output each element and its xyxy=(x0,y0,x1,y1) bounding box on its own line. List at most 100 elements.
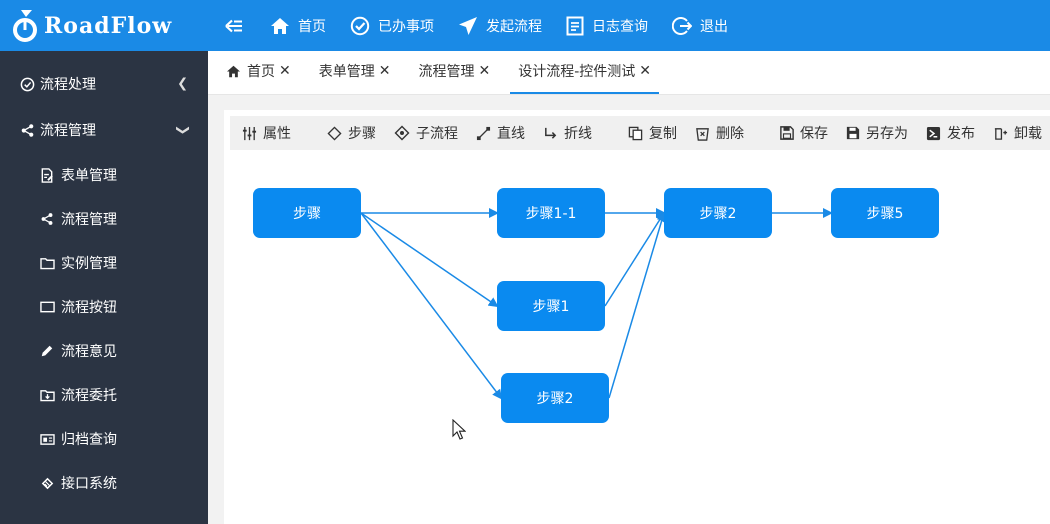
sidebar-item-instance-management[interactable]: 实例管理 xyxy=(0,241,208,285)
send-icon xyxy=(458,16,478,36)
close-icon[interactable]: ✕ xyxy=(478,63,491,79)
diamond-icon xyxy=(327,125,342,141)
close-icon[interactable]: ✕ xyxy=(639,63,651,79)
sidebar-group-process-handling[interactable]: 流程处理 ❮ xyxy=(0,61,208,107)
nav-start-process[interactable]: 发起流程 xyxy=(458,16,542,36)
folder-icon xyxy=(38,257,56,270)
uninstall-icon xyxy=(993,126,1008,141)
nav-label: 退出 xyxy=(700,18,728,35)
sidebar-item-api-system[interactable]: 接口系统 xyxy=(0,461,208,505)
tab-label: 设计流程-控件测试 xyxy=(518,64,636,80)
close-icon[interactable]: ✕ xyxy=(378,63,391,79)
tab-label: 首页 xyxy=(247,64,275,80)
share-icon xyxy=(18,123,36,138)
sidebar: RoadFlow 流程处理 ❮ 流程管理 ❮ 表单管理 流程管理 实例管理 xyxy=(0,0,208,524)
copy-label: 复制 xyxy=(649,126,677,142)
nav-label: 发起流程 xyxy=(486,18,542,35)
save-as-button[interactable]: 另存为 xyxy=(846,123,908,143)
tab-process-management[interactable]: 流程管理 ✕ xyxy=(410,50,498,94)
sidebar-item-label: 流程意见 xyxy=(61,344,117,360)
tab-home[interactable]: 首页 ✕ xyxy=(218,50,299,94)
delete-button[interactable]: 删除 xyxy=(695,123,744,143)
home-icon xyxy=(270,17,290,35)
collapse-menu-icon[interactable] xyxy=(224,18,248,34)
tab-label: 流程管理 xyxy=(418,64,475,80)
subflow-icon xyxy=(394,125,410,141)
nav-label: 日志查询 xyxy=(592,18,648,35)
nav-home[interactable]: 首页 xyxy=(270,16,326,36)
step-button[interactable]: 步骤 xyxy=(327,123,376,143)
nav-done-items[interactable]: 已办事项 xyxy=(350,16,434,36)
folder-download-icon xyxy=(38,389,56,402)
chevron-left-icon: ❮ xyxy=(177,76,188,92)
flow-canvas[interactable]: 步骤 步骤1-1 步骤1 步骤2 步骤2 步骤5 xyxy=(224,150,1050,524)
nav-logout[interactable]: 退出 xyxy=(672,16,728,36)
nav-log-query[interactable]: 日志查询 xyxy=(566,16,648,36)
archive-icon xyxy=(38,433,56,446)
api-icon xyxy=(38,476,56,491)
flow-node-step-2-bottom[interactable]: 步骤2 xyxy=(501,373,609,423)
flow-edge-n0-n2[interactable] xyxy=(360,212,499,308)
polyline-icon xyxy=(543,126,558,141)
log-icon xyxy=(566,16,584,36)
copy-icon xyxy=(628,126,643,141)
save-as-icon xyxy=(846,126,860,140)
sliders-icon xyxy=(242,126,257,141)
chevron-down-icon: ❮ xyxy=(175,124,191,136)
trash-icon xyxy=(695,126,710,141)
sidebar-group-process-management[interactable]: 流程管理 ❮ xyxy=(0,107,208,153)
sidebar-item-process-delegation[interactable]: 流程委托 xyxy=(0,373,208,417)
flow-node-step-1[interactable]: 步骤1 xyxy=(497,281,605,331)
save-button[interactable]: 保存 xyxy=(780,123,828,143)
designer-toolbar: 属性 步骤 子流程 直线 xyxy=(230,116,1050,150)
sidebar-item-label: 流程按钮 xyxy=(61,300,117,316)
top-navbar: 首页 已办事项 发起流程 日志查询 退出 xyxy=(208,0,1050,51)
uninstall-button[interactable]: 卸载 xyxy=(993,123,1042,143)
subflow-button[interactable]: 子流程 xyxy=(394,123,458,143)
tab-form-management[interactable]: 表单管理 ✕ xyxy=(311,50,399,94)
sidebar-item-label: 流程管理 xyxy=(61,212,117,228)
logo-text: RoadFlow xyxy=(44,12,173,39)
flow-edge-n0-n4[interactable] xyxy=(360,212,503,400)
node-label: 步骤1 xyxy=(532,299,570,315)
designer-panel: 属性 步骤 子流程 直线 xyxy=(224,110,1050,524)
close-icon[interactable]: ✕ xyxy=(279,63,291,79)
flow-node-step[interactable]: 步骤 xyxy=(253,188,361,238)
sidebar-item-label: 归档查询 xyxy=(61,432,117,448)
flow-edge-n2-n3[interactable] xyxy=(604,211,666,307)
line-icon xyxy=(476,126,491,141)
save-as-label: 另存为 xyxy=(866,126,908,142)
nav-label: 首页 xyxy=(298,18,326,35)
subflow-label: 子流程 xyxy=(416,126,458,142)
flow-edge-n4-n3[interactable] xyxy=(608,211,667,399)
tab-design-process[interactable]: 设计流程-控件测试 ✕ xyxy=(510,50,659,94)
logo[interactable]: RoadFlow xyxy=(0,0,208,51)
check-circle-icon xyxy=(18,77,36,92)
sidebar-item-process-opinions[interactable]: 流程意见 xyxy=(0,329,208,373)
properties-label: 属性 xyxy=(263,126,291,142)
polyline-button[interactable]: 折线 xyxy=(543,123,592,143)
tab-label: 表单管理 xyxy=(318,64,375,80)
line-button[interactable]: 直线 xyxy=(476,123,525,143)
sidebar-item-label: 实例管理 xyxy=(61,256,117,272)
polyline-label: 折线 xyxy=(564,126,592,142)
tab-bar: 首页 ✕ 表单管理 ✕ 流程管理 ✕ 设计流程-控件测试 ✕ xyxy=(208,51,1050,95)
share-icon xyxy=(38,212,56,226)
flow-node-step-5[interactable]: 步骤5 xyxy=(831,188,939,238)
copy-button[interactable]: 复制 xyxy=(628,123,677,143)
node-label: 步骤2 xyxy=(536,391,574,407)
pencil-icon xyxy=(38,344,56,358)
check-circle-icon xyxy=(350,16,370,36)
properties-button[interactable]: 属性 xyxy=(242,123,291,143)
node-label: 步骤5 xyxy=(866,206,904,222)
sidebar-group-label: 流程管理 xyxy=(40,123,96,139)
node-label: 步骤 xyxy=(293,206,321,222)
flow-node-step-1-1[interactable]: 步骤1-1 xyxy=(497,188,605,238)
sidebar-item-process-management[interactable]: 流程管理 xyxy=(0,197,208,241)
publish-button[interactable]: 发布 xyxy=(926,123,975,143)
step-label: 步骤 xyxy=(348,126,376,142)
sidebar-item-archive-query[interactable]: 归档查询 xyxy=(0,417,208,461)
sidebar-item-process-buttons[interactable]: 流程按钮 xyxy=(0,285,208,329)
sidebar-item-form-management[interactable]: 表单管理 xyxy=(0,153,208,197)
flow-node-step-2-top[interactable]: 步骤2 xyxy=(664,188,772,238)
